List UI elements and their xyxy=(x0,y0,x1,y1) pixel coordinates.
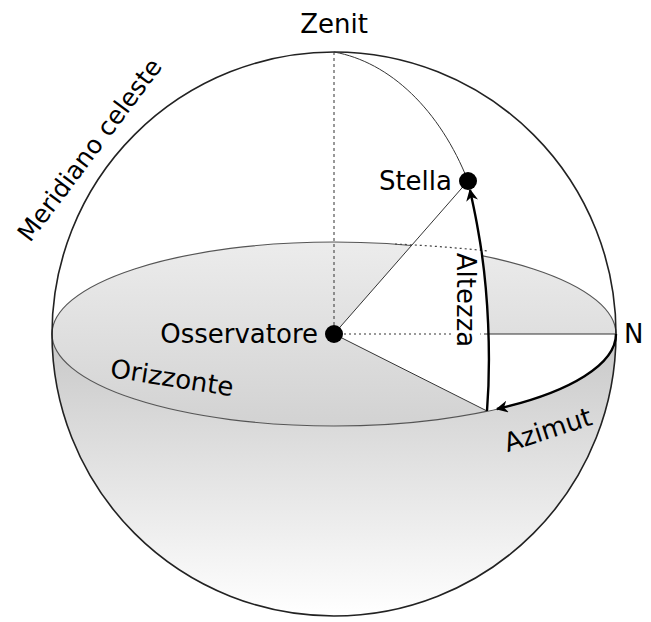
observer-label: Osservatore xyxy=(160,320,318,349)
altitude-label: Altezza xyxy=(452,251,481,349)
observer-dot xyxy=(325,325,343,343)
vertical-circle xyxy=(334,52,468,181)
azimuth-arc xyxy=(497,334,616,409)
north-line xyxy=(484,334,616,335)
star-dot xyxy=(459,172,477,190)
zenith-line xyxy=(334,52,335,334)
zenith-label: Zenit xyxy=(300,10,368,39)
star-line xyxy=(334,181,468,334)
celestial-meridian xyxy=(52,52,616,616)
north-label: N xyxy=(624,320,643,349)
meridian-label: Meridiano celeste xyxy=(12,53,167,246)
star-label: Stella xyxy=(379,167,452,196)
vertical-sector xyxy=(334,181,489,411)
